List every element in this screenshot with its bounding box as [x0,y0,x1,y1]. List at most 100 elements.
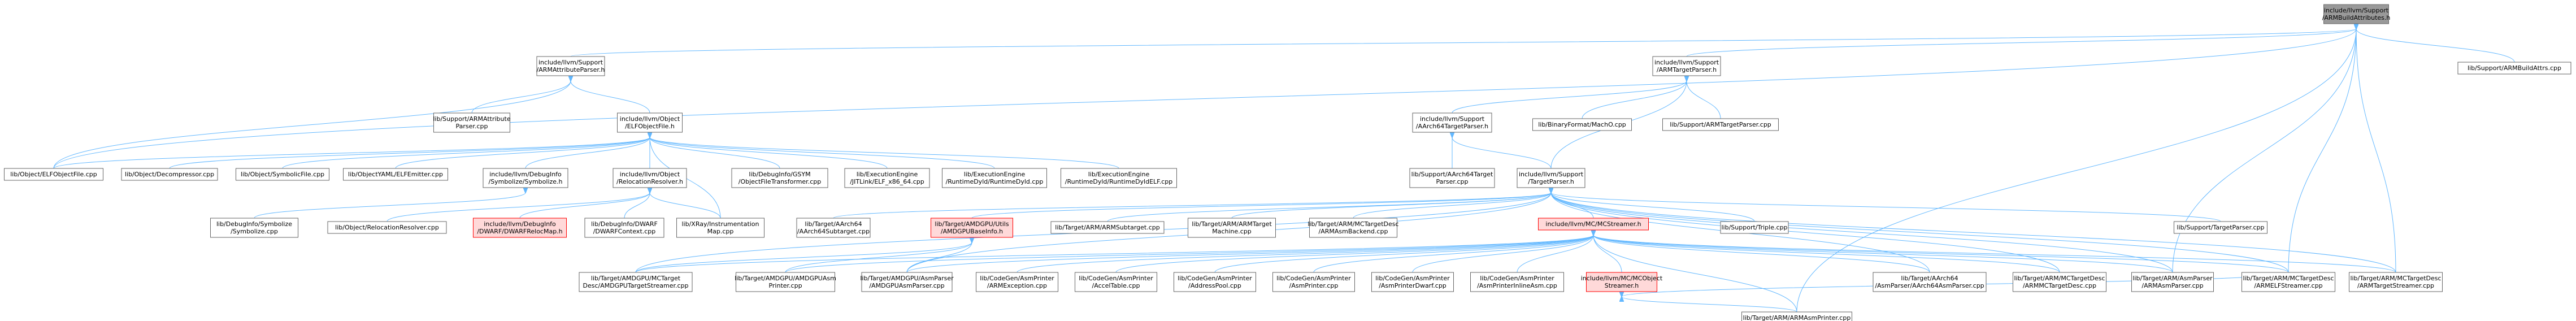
graph-node-support-target-parser-cpp[interactable]: lib/Support/TargetParser.cpp [2174,221,2267,234]
graph-node-arm-asm-parser-cpp[interactable]: lib/Target/ARM/AsmParser/ARMAsmParser.cp… [2131,272,2214,292]
graph-node-asm-printer-dwarf-cpp[interactable]: lib/CodeGen/AsmPrinter/AsmPrinterDwarf.c… [1371,272,1454,292]
dependency-edge [1687,81,1721,119]
dependency-edge [1412,235,1593,273]
node-box [1412,112,1492,133]
graph-node-asm-printer-cpp[interactable]: lib/CodeGen/AsmPrinter/AsmPrinter.cpp [1272,272,1355,292]
graph-node-arm-asm-backend-cpp[interactable]: lib/Target/ARM/MCTargetDesc/ARMAsmBacken… [1307,218,1399,238]
node-label-line: /AccelTable.cpp [1092,282,1140,289]
node-box [473,218,567,238]
graph-node-decompressor-cpp[interactable]: lib/Object/Decompressor.cpp [121,168,218,181]
node-label-line: include/llvm/Support [2324,7,2389,14]
graph-node-arm-attr-parser-h[interactable]: include/llvm/Support/ARMAttributeParser.… [536,56,605,76]
node-label-line: /ARMBuildAttributes.h [2322,14,2391,21]
graph-node-relocation-resolver-cpp[interactable]: lib/Object/RelocationResolver.cpp [327,221,447,234]
graph-node-arm-target-parser-cpp[interactable]: lib/Support/ARMTargetParser.cpp [1662,118,1779,131]
node-label-line: lib/DebugInfo/GSYM [749,171,810,178]
node-box [2349,272,2443,292]
node-box [1720,221,1789,234]
graph-node-debuginfo-symbolize-cpp[interactable]: lib/DebugInfo/Symbolize/Symbolize.cpp [210,218,298,238]
graph-node-elf-object-file-cpp[interactable]: lib/Object/ELFObjectFile.cpp [4,168,103,181]
graph-node-debuginfo-symbolize-h[interactable]: include/llvm/DebugInfo/Symbolize/Symboli… [483,168,568,188]
node-label-line: /ARMTargetStreamer.cpp [2357,282,2434,289]
graph-node-runtime-dyld-cpp[interactable]: lib/ExecutionEngine/RuntimeDyld/RuntimeD… [942,168,1047,188]
node-box [4,168,103,181]
node-box [1188,218,1276,238]
graph-node-aarch64-subtarget-cpp[interactable]: lib/Target/AArch64/AArch64Subtarget.cpp [796,218,871,238]
graph-node-elf-object-file-h[interactable]: include/llvm/Object/ELFObjectFile.h [617,112,683,133]
node-label-line: lib/Target/AArch64 [1901,275,1958,282]
graph-node-amdgpu-asm-parser-cpp[interactable]: lib/Target/AMDGPU/AsmParser/AMDGPUAsmPar… [860,272,954,292]
graph-node-aarch64-target-parser-cpp[interactable]: lib/Support/AArch64TargetParser.cpp [1409,168,1495,188]
graph-node-arm-target-streamer-cpp[interactable]: lib/Target/ARM/MCTargetDesc/ARMTargetStr… [2349,272,2443,292]
dependency-edge [1517,235,1593,273]
graph-node-arm-mc-target-desc-cpp[interactable]: lib/Target/ARM/MCTargetDesc/ARMMCTargetD… [2013,272,2106,292]
graph-node-arm-asm-printer-cpp[interactable]: lib/Target/ARM/ARMAsmPrinter.cpp [1741,311,1852,321]
node-label-line: include/llvm/Object [620,171,680,178]
node-box [1272,272,1355,292]
node-label-line: lib/Target/ARM/MCTargetDesc [2350,275,2441,282]
node-box [1538,218,1649,231]
node-label-line: lib/DebugInfo/DWARF [591,220,658,228]
graph-node-dwarf-context-cpp[interactable]: lib/DebugInfo/DWARF/DWARFContext.cpp [584,218,664,238]
graph-node-arm-attr-parser-cpp[interactable]: lib/Support/ARMAttributeParser.cpp [433,112,511,133]
dependency-edge [1107,193,1551,222]
node-label-line: lib/Target/AMDGPU/Utils [935,220,1009,228]
graph-node-arm-subtarget-cpp[interactable]: lib/Target/ARM/ARMSubtarget.cpp [1050,221,1165,234]
dependency-edge [1452,137,1552,169]
node-label-line: lib/CodeGen/AsmPrinter [1178,275,1252,282]
graph-node-symbolic-file-cpp[interactable]: lib/Object/SymbolicFile.cpp [236,168,329,181]
node-label-line: /ARMMCTargetDesc.cpp [2023,282,2096,289]
dependency-edge [282,137,650,169]
graph-node-arm-exception-cpp[interactable]: lib/CodeGen/AsmPrinter/ARMException.cpp [976,272,1058,292]
graph-node-target-parser-h[interactable]: include/llvm/Support/TargetParser.h [1517,168,1585,188]
node-label-line: /ObjectFileTransformer.cpp [739,178,821,185]
node-box [536,56,605,76]
graph-node-relocation-resolver-h[interactable]: include/llvm/Object/RelocationResolver.h [612,168,687,188]
graph-node-gsym-file-translator[interactable]: lib/DebugInfo/GSYM/ObjectFileTransformer… [731,168,828,188]
graph-node-runtime-dyld-elf-cpp[interactable]: lib/ExecutionEngine/RuntimeDyld/RuntimeD… [1061,168,1177,188]
graph-node-arm-build-attrs-cpp[interactable]: lib/Support/ARMBuildAttrs.cpp [2457,62,2571,75]
node-label-line: /ELFObjectFile.h [625,123,675,130]
node-label-line: /DWARFContext.cpp [593,228,656,235]
graph-node-binary-format-macho[interactable]: lib/BinaryFormat/MachO.cpp [1532,118,1632,131]
node-box [2323,4,2389,24]
graph-node-jitlink-elf-x86[interactable]: lib/ExecutionEngine/JITLink/ELF_x86_64.c… [844,168,930,188]
dependency-edge [53,137,650,169]
graph-node-arm-target-parser-h[interactable]: include/llvm/Support/ARMTargetParser.h [1652,56,1721,76]
graph-node-amdgpu-base-info-h[interactable]: lib/Target/AMDGPU/Utils/AMDGPUBaseInfo.h [931,218,1013,238]
node-label-line: lib/Target/ARM/MCTargetDesc [1307,220,1398,228]
dependency-edge [1551,193,2221,222]
node-box [942,168,1047,188]
graph-node-amdgpu-target-streamer-cpp[interactable]: lib/Target/AMDGPU/MCTargetDesc/AMDGPUTar… [579,272,693,292]
dependency-edge [1593,235,1622,273]
graph-node-yaml-elf-emitter-cpp[interactable]: lib/ObjectYAML/ELFEmitter.cpp [343,168,448,181]
node-box [1075,272,1157,292]
graph-node-arm-elf-streamer-cpp[interactable]: lib/Target/ARM/MCTargetDesc/ARMELFStream… [2241,272,2335,292]
dependency-edge [2356,29,2396,273]
graph-node-accel-table-cpp[interactable]: lib/CodeGen/AsmPrinter/AccelTable.cpp [1075,272,1157,292]
dependency-edge [1593,235,2173,273]
node-label-line: /AArch64TargetParser.h [1416,123,1488,130]
node-box [731,168,828,188]
graph-node-aarch64-asm-parser-cpp[interactable]: lib/Target/AArch64/AsmParser/AArch64AsmP… [1873,272,1987,292]
graph-node-aarch64-target-parser-h[interactable]: include/llvm/Support/AArch64TargetParser… [1412,112,1492,133]
node-label-line: /AddressPool.cpp [1188,282,1241,289]
node-box [796,218,871,238]
graph-node-address-pool-cpp[interactable]: lib/CodeGen/AsmPrinter/AddressPool.cpp [1174,272,1256,292]
node-label-line: lib/DebugInfo/Symbolize [216,220,292,228]
graph-node-dwarf-reloc-map-h[interactable]: include/llvm/DebugInfo/DWARF/DWARFRelocM… [473,218,567,238]
node-label-line: /AsmPrinter.cpp [1289,282,1339,289]
node-label-line: /JITLink/ELF_x86_64.cpp [850,178,924,185]
graph-node-support-triple-cpp[interactable]: lib/Support/Triple.cpp [1720,221,1789,234]
node-label-line: lib/CodeGen/AsmPrinter [1276,275,1351,282]
node-box [2013,272,2106,292]
dependency-edge [571,81,650,114]
graph-node-mc-streamer-h[interactable]: include/llvm/MC/MCStreamer.h [1538,218,1649,231]
dependency-edge [1313,235,1593,273]
node-box [1174,272,1256,292]
graph-node-asm-printer-inline-asm-cpp[interactable]: lib/CodeGen/AsmPrinter/AsmPrinterInlineA… [1470,272,1564,292]
